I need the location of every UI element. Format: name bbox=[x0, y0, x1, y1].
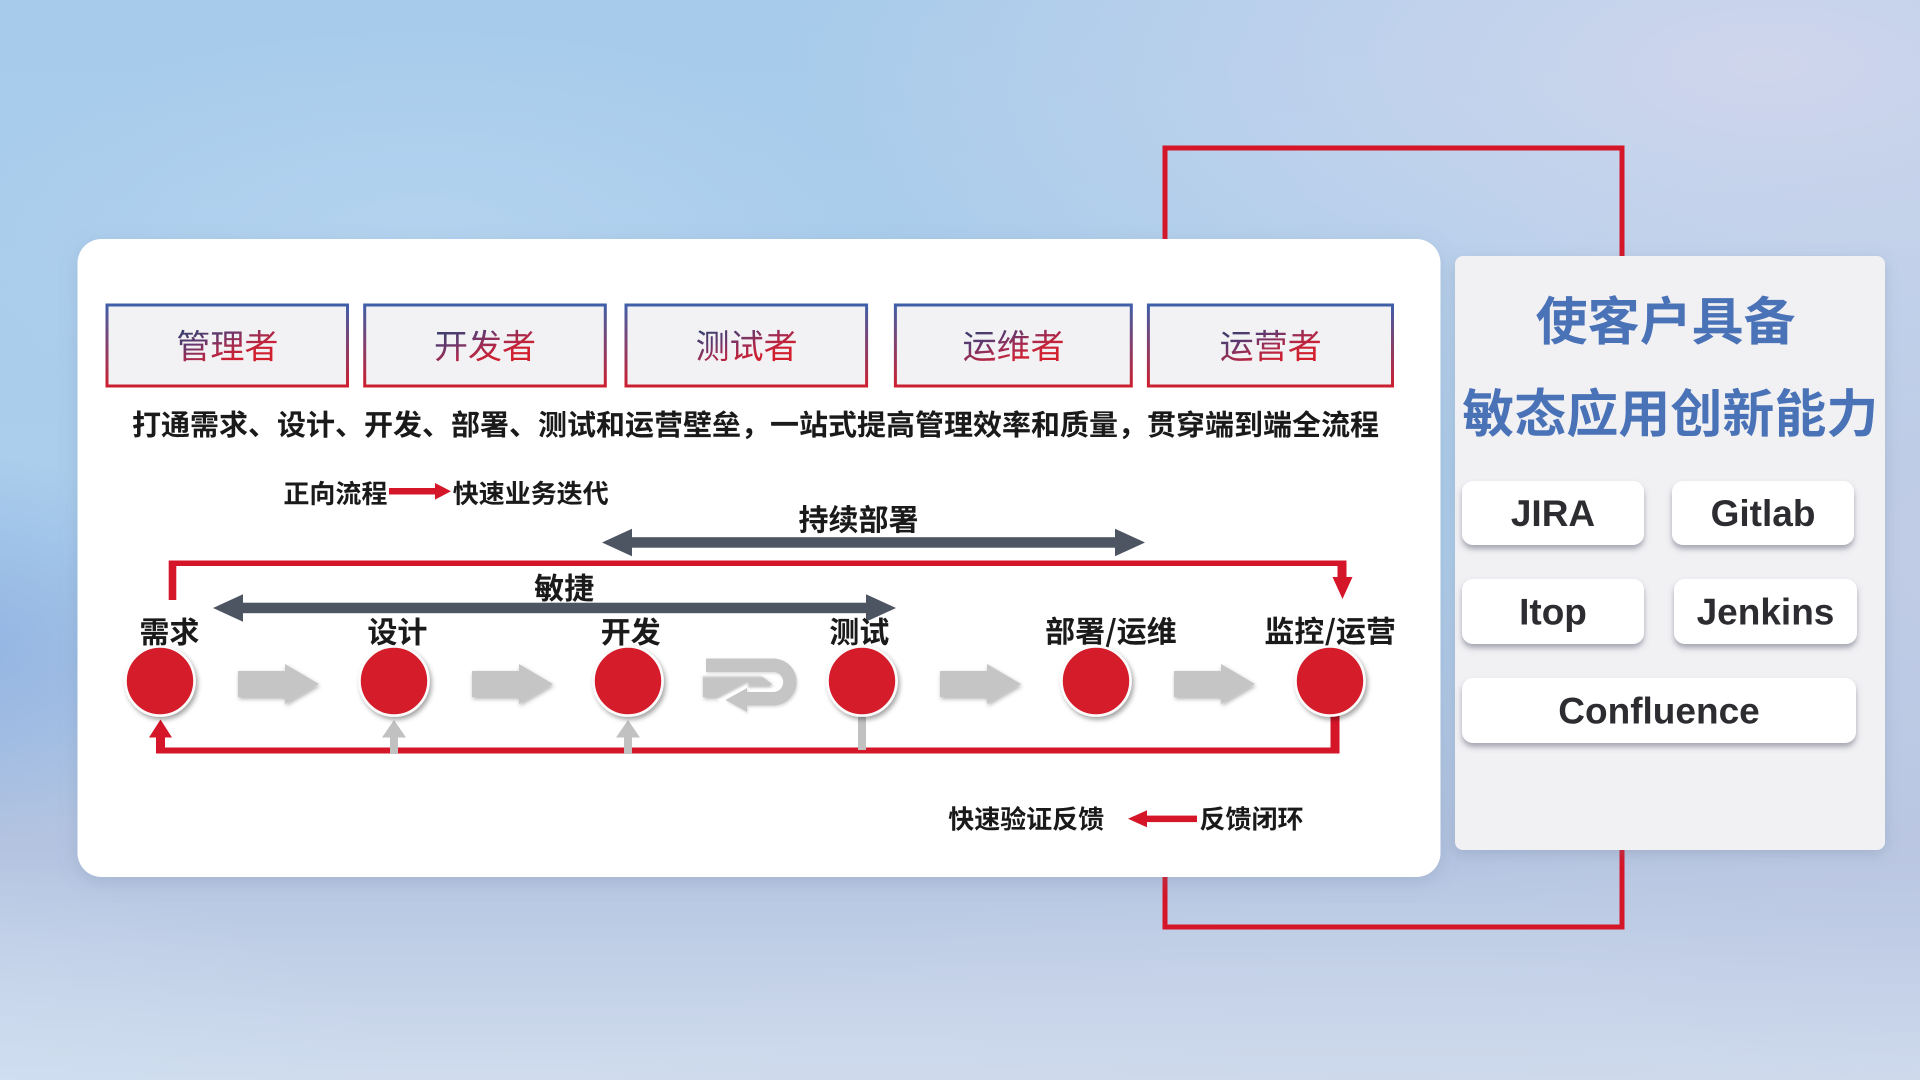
svg-text:Confluence: Confluence bbox=[1558, 691, 1759, 732]
svg-text:Gitlab: Gitlab bbox=[1711, 493, 1816, 534]
svg-text:Itop: Itop bbox=[1519, 592, 1587, 633]
svg-text:Jenkins: Jenkins bbox=[1697, 592, 1835, 633]
svg-text:JIRA: JIRA bbox=[1511, 493, 1595, 534]
